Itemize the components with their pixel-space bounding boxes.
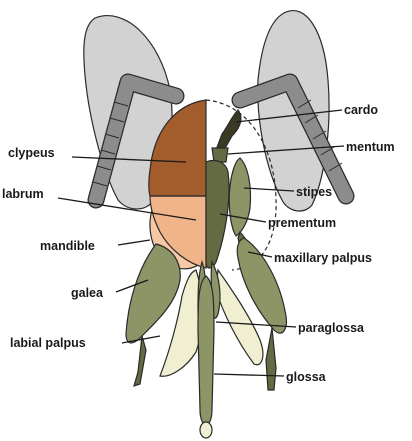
glossa-tip — [200, 422, 212, 438]
right-stipes — [229, 158, 250, 236]
glossa — [198, 276, 214, 426]
left-galea — [126, 244, 180, 343]
label-stipes: stipes — [296, 185, 332, 199]
label-labial-palpus: labial palpus — [10, 336, 86, 350]
label-prementum: prementum — [268, 216, 336, 230]
label-galea: galea — [71, 286, 104, 300]
left-maxillary-palpus — [134, 336, 146, 386]
label-glossa: glossa — [286, 370, 327, 384]
label-maxillary-palpus: maxillary palpus — [274, 251, 372, 265]
mandible-leader — [118, 240, 150, 245]
label-cardo: cardo — [344, 103, 378, 117]
right-galea-tip — [266, 328, 276, 390]
label-labrum: labrum — [2, 187, 44, 201]
label-mandible: mandible — [40, 239, 95, 253]
prementum — [206, 160, 229, 268]
cardo — [216, 110, 241, 150]
label-paraglossa: paraglossa — [298, 321, 365, 335]
label-mentum: mentum — [346, 140, 395, 154]
right-compound-eye — [258, 11, 329, 211]
label-clypeus: clypeus — [8, 146, 55, 160]
